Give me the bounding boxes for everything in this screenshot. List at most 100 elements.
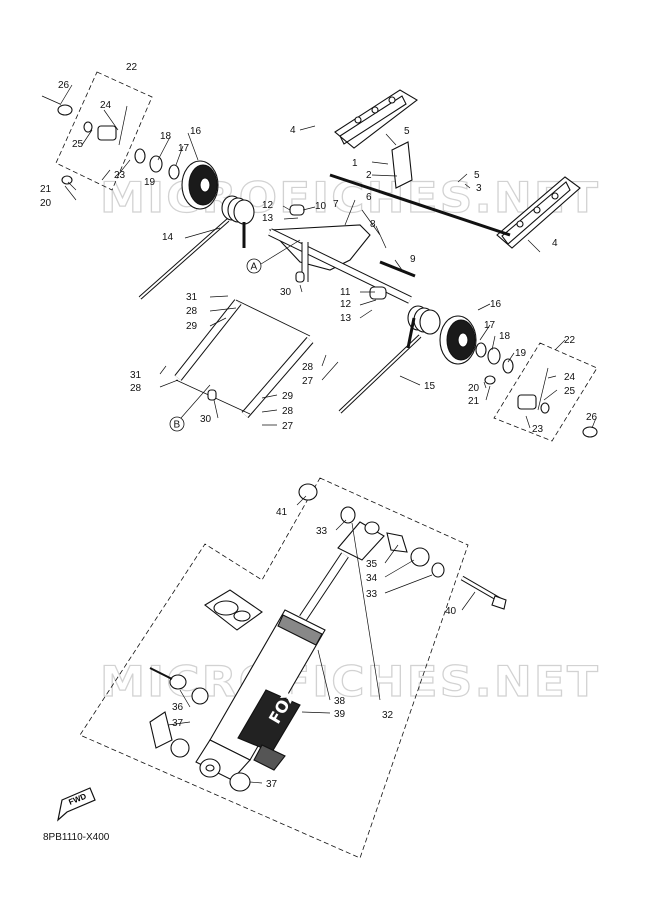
collar-30-lower xyxy=(207,389,217,401)
callout-37: 37 xyxy=(172,718,184,729)
callout-29: 29 xyxy=(186,321,198,332)
callout-28d: 28 xyxy=(282,406,294,417)
washer-25-right xyxy=(540,402,550,414)
callout-5b: 5 xyxy=(474,170,480,181)
collar-18-left xyxy=(149,155,163,173)
callout-23b: 23 xyxy=(532,424,544,435)
bolt-24-right xyxy=(537,367,549,411)
callout-3: 3 xyxy=(476,183,482,194)
callout-32: 32 xyxy=(382,710,394,721)
circlip-19-left xyxy=(134,148,146,164)
callout-21b: 21 xyxy=(468,396,480,407)
collar-13-bottom xyxy=(369,286,387,300)
callout-31: 31 xyxy=(186,292,198,303)
callout-4: 4 xyxy=(290,125,296,136)
callout-7: 7 xyxy=(333,199,339,210)
group-box-22-left xyxy=(55,71,153,191)
callout-37b: 37 xyxy=(266,779,278,790)
idler-wheel-right xyxy=(439,315,477,365)
cap-26-right xyxy=(582,426,598,438)
callout-4b: 4 xyxy=(552,238,558,249)
callout-13b: 13 xyxy=(340,313,352,324)
callout-10: 10 xyxy=(315,201,327,212)
callout-11: 11 xyxy=(340,287,351,298)
callout-25b: 25 xyxy=(564,386,576,397)
torsion-spring-15 xyxy=(338,305,441,414)
decal-sheet xyxy=(204,589,263,631)
callout-30b: 30 xyxy=(200,414,212,425)
leader-lines xyxy=(59,84,597,784)
torsion-spring-14 xyxy=(138,195,255,300)
callout-2: 2 xyxy=(366,170,372,181)
shock-absorber-32: FOX xyxy=(195,521,385,781)
svg-text:A: A xyxy=(251,262,258,273)
callout-28c: 28 xyxy=(130,383,142,394)
callout-23: 23 xyxy=(114,170,126,181)
collar-12-top xyxy=(289,204,305,216)
callout-27b: 27 xyxy=(282,421,294,432)
callout-18b: 18 xyxy=(499,331,511,342)
callout-21: 21 xyxy=(40,184,52,195)
callout-38: 38 xyxy=(334,696,346,707)
callout-9: 9 xyxy=(410,254,416,265)
part-callouts: 26 22 24 25 18 16 17 23 19 21 20 4 5 1 2… xyxy=(40,62,598,790)
callout-1: 1 xyxy=(352,158,358,169)
callout-15: 15 xyxy=(424,381,436,392)
callout-22b: 22 xyxy=(564,335,576,346)
callout-5: 5 xyxy=(404,126,410,137)
callout-16: 16 xyxy=(190,126,202,137)
link-29-left xyxy=(174,299,242,381)
diagram-code: 8PB1110-X400 xyxy=(43,832,110,843)
rear-arm-6 xyxy=(268,224,371,271)
idler-wheel-left xyxy=(181,160,219,210)
callout-17b: 17 xyxy=(484,320,496,331)
callout-33b: 33 xyxy=(366,589,378,600)
shock-hardware xyxy=(149,483,507,792)
circlip-19-right xyxy=(502,358,514,374)
cap-26-left xyxy=(57,104,73,116)
bearing-17-left xyxy=(168,164,180,180)
callout-20: 20 xyxy=(40,198,52,209)
callout-24: 24 xyxy=(100,100,112,111)
callout-17: 17 xyxy=(178,143,190,154)
callout-22: 22 xyxy=(126,62,138,73)
rear-shaft-3 xyxy=(329,173,511,237)
callout-19b: 19 xyxy=(515,348,527,359)
callout-18: 18 xyxy=(160,131,172,142)
callout-28b: 28 xyxy=(302,362,314,373)
callout-26: 26 xyxy=(58,80,70,91)
callout-24b: 24 xyxy=(564,372,576,383)
adjuster-block-right xyxy=(517,394,537,410)
callout-41: 41 xyxy=(276,507,288,518)
callout-36: 36 xyxy=(172,702,184,713)
callout-14: 14 xyxy=(162,232,174,243)
nut-20-right xyxy=(484,375,496,385)
svg-text:B: B xyxy=(174,420,181,431)
mount-bracket-right xyxy=(496,176,581,249)
callout-30: 30 xyxy=(280,287,292,298)
collar-18-right xyxy=(487,347,501,365)
group-box-22-right xyxy=(493,342,598,442)
shaft-9 xyxy=(379,260,416,278)
callout-25: 25 xyxy=(72,139,84,150)
callout-27: 27 xyxy=(302,376,314,387)
fwd-arrow: FWD xyxy=(57,787,96,822)
washer-25-left xyxy=(83,121,93,133)
callout-8: 8 xyxy=(370,219,376,230)
group-box-shock-32 xyxy=(79,477,469,859)
callout-31b: 31 xyxy=(130,370,142,381)
reference-b: B xyxy=(169,416,185,432)
collar-30-upper xyxy=(295,271,305,283)
callout-29b: 29 xyxy=(282,391,294,402)
link-29-right xyxy=(241,337,314,418)
callout-28: 28 xyxy=(186,306,198,317)
callout-16b: 16 xyxy=(490,299,502,310)
callout-12: 12 xyxy=(262,200,274,211)
adjuster-block-left xyxy=(97,125,117,141)
center-bracket xyxy=(391,141,413,189)
callout-40: 40 xyxy=(445,606,457,617)
callout-39: 39 xyxy=(334,709,346,720)
callout-33: 33 xyxy=(316,526,328,537)
bolt-24-left xyxy=(118,105,128,146)
